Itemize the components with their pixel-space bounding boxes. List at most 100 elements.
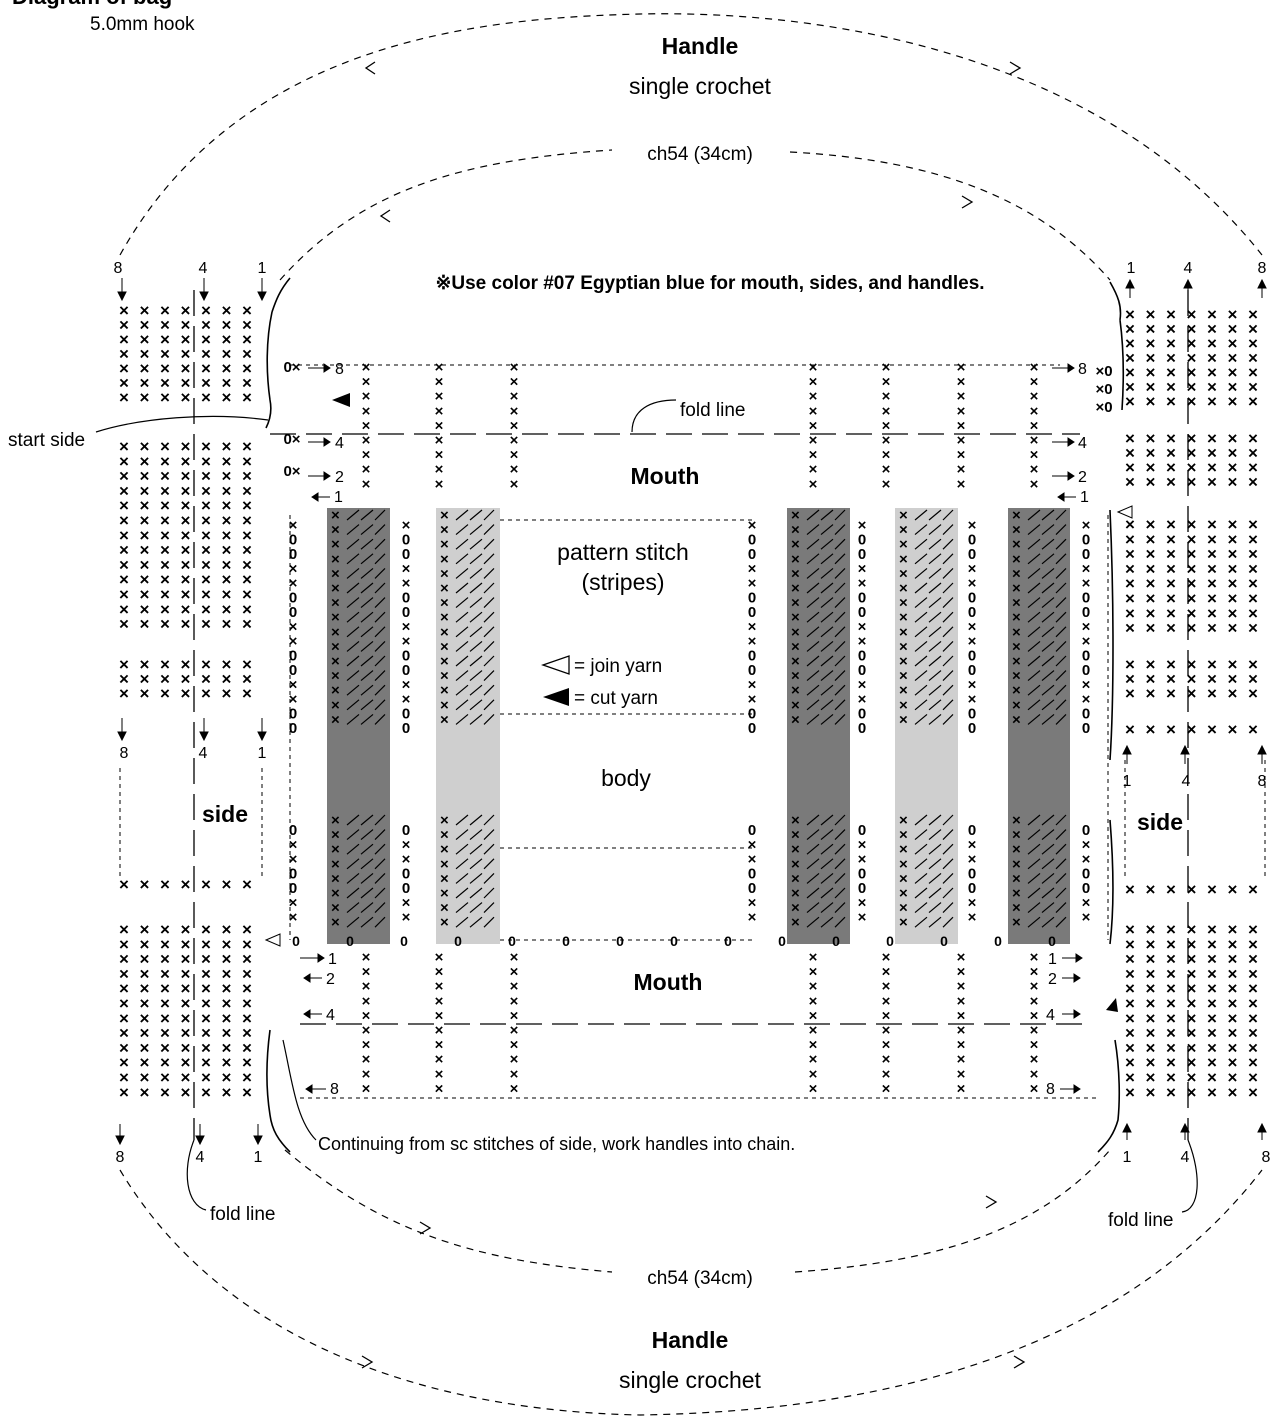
dc-stitch [346,670,386,682]
sc-stitch: × [899,522,908,539]
pattern-stitch-label: pattern stitch [557,539,689,565]
sc-stitch: × [201,359,211,378]
dc-stitch [806,611,846,623]
pattern-stitch: 0 [289,532,297,549]
sc-stitch: × [181,920,191,939]
sc-stitch: × [119,585,129,604]
pattern-stitch: × [402,895,411,912]
sc-stitch: × [1146,1068,1156,1087]
dc-stitch [1027,509,1067,521]
sc-stitch: × [440,536,449,553]
sc-stitch: × [440,856,449,873]
sc-stitch: × [1187,670,1197,689]
sc-stitch: × [510,432,519,449]
sc-stitch: × [140,452,150,471]
sc-stitch: × [510,1051,519,1068]
chain-stitch: 0 [562,933,570,949]
sc-stitch: × [1146,935,1156,954]
sc-stitch: × [882,447,891,464]
pattern-stitch: 0 [289,706,297,723]
sc-stitch: × [1166,545,1176,564]
sc-stitch: × [222,301,232,320]
dc-stitch [914,843,954,855]
sc-stitch: × [1146,1024,1156,1043]
sc-stitch: × [160,979,170,998]
row-number-labels: 8 4 1 1 4 8 8 4 1 1 4 8 8 4 1 1 4 8 8 4 … [114,260,1271,1166]
dc-stitch [455,902,495,914]
sc-stitch: × [119,481,129,500]
sc-stitch: × [242,979,252,998]
sc-stitch: × [181,388,191,407]
column-arrows [115,278,1267,1146]
pattern-stitch: 0 [858,532,866,549]
pattern-stitch: 0 [402,532,410,549]
sc-stitch: × [222,437,232,456]
edge-chains [265,277,1125,1153]
pattern-stitch: 0 [748,880,756,897]
sc-stitch: × [1166,619,1176,638]
sc-stitch: × [201,950,211,969]
dc-stitch [914,902,954,914]
sc-stitch: × [1187,1083,1197,1102]
sc-stitch: × [140,570,150,589]
sc-stitch: × [160,570,170,589]
sc-stitch: × [440,624,449,641]
right-side-label: side [1137,809,1183,835]
sc-stitch: × [899,580,908,597]
sc-stitch: × [1228,334,1238,353]
dc-stitch [914,597,954,609]
pattern-stitch: 0 [858,546,866,563]
sc-stitch: × [119,964,129,983]
sc-stitch: × [362,949,371,966]
sc-stitch: × [201,496,211,515]
sc-stitch: × [1248,1053,1258,1072]
sc-stitch: × [1207,950,1217,969]
sc-stitch: × [1187,574,1197,593]
row-label-1: 1 [258,745,267,762]
dc-stitch [806,670,846,682]
dc-stitch [1027,814,1067,826]
pattern-stitch: 0 [402,880,410,897]
sc-stitch: × [440,885,449,902]
sc-stitch: × [119,511,129,530]
sc-stitch: × [1166,880,1176,899]
sc-stitch: × [1166,935,1176,954]
sc-stitch: × [1125,429,1135,448]
sc-stitch: × [222,964,232,983]
sc-stitch: × [140,316,150,335]
pattern-stitch: × [858,517,867,534]
sc-stitch: × [791,711,800,728]
dc-stitch [346,916,386,928]
sc-stitch: × [362,993,371,1010]
continuation-note: Continuing from sc stitches of side, wor… [318,1134,795,1154]
sc-stitch: × [222,1038,232,1057]
sc-stitch: × [1012,580,1021,597]
join-yarn-legend-symbol [541,655,570,675]
stripe-stitch-marks: ××××××××××××××××××××××××××××××××××××××××… [331,507,1067,931]
sc-stitch: × [882,417,891,434]
sc-stitch: × [201,526,211,545]
sc-stitch: × [362,417,371,434]
sc-stitch: × [1030,388,1039,405]
sc-stitch: × [222,935,232,954]
pattern-stitch: × [1082,677,1091,694]
sc-stitch: × [1146,574,1156,593]
sc-stitch: × [181,481,191,500]
sc-stitch: × [1248,378,1258,397]
row-label-8: 8 [330,1081,339,1098]
sc-stitch: × [899,870,908,887]
dc-stitch [346,524,386,536]
pattern-stitch: 0 [402,604,410,621]
sc-stitch: × [791,609,800,626]
row-label-8: 8 [335,361,344,378]
sc-stitch: × [435,388,444,405]
pattern-stitch: × [858,561,867,578]
sc-stitch: × [242,875,252,894]
row-label-1: 1 [254,1149,263,1166]
dc-stitch [806,872,846,884]
sc-stitch: × [331,711,340,728]
pattern-stitch: × [289,837,298,854]
sc-stitch: × [1207,515,1217,534]
sc-stitch: × [1012,624,1021,641]
sc-stitch: × [1207,979,1217,998]
